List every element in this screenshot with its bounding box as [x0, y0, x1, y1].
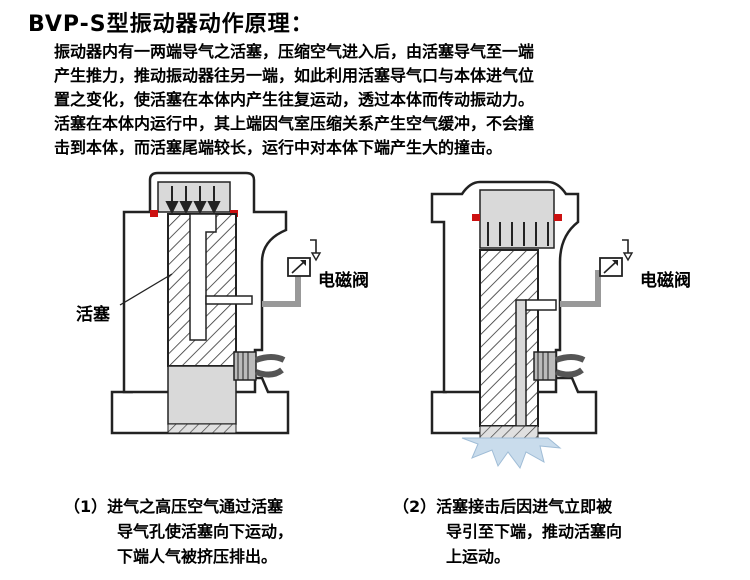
- solenoid-valve-label-right: 电磁阀: [640, 271, 691, 291]
- solenoid-valve-label-left: 电磁阀: [318, 271, 369, 291]
- side-fitting: [233, 351, 286, 381]
- solenoid-valve-icon: [287, 239, 322, 277]
- air-line: [560, 270, 601, 307]
- vibrator-diagram-2: [430, 180, 634, 470]
- caption-line: （1）进气之高压空气通过活塞: [64, 497, 284, 516]
- seal-left: [150, 210, 158, 217]
- description-line: 置之变化，使活塞在本体内产生往复运动，透过本体而传动振动力。: [54, 90, 535, 109]
- description-paragraph: 振动器内有一两端导气之活塞，压缩空气进入后，由活塞导气至一端 产生推力，推动振动…: [54, 40, 744, 160]
- seal-left: [472, 214, 480, 221]
- piston-air-passage: [189, 213, 217, 341]
- bottom-anvil: [167, 423, 237, 434]
- chamber-ribs: [487, 222, 549, 246]
- caption-step-2: （2）活塞接击后因进气立即被 导引至下端，推动活塞向 上运动。: [393, 494, 622, 569]
- bottom-anvil: [479, 425, 539, 439]
- description-line: 击到本体，而活塞尾端较长，运行中对本体下端产生大的撞击。: [54, 138, 503, 157]
- piston-air-passage: [515, 299, 527, 427]
- air-flow-arrows: [165, 186, 221, 215]
- top-air-chamber: [479, 189, 555, 249]
- caption-step-1: （1）进气之高压空气通过活塞 导气孔使活塞向下运动， 下端人气被挤压排出。: [64, 494, 293, 569]
- piston-label: 活塞: [76, 305, 110, 325]
- piston-label-pointer: [119, 273, 173, 306]
- description-line: 产生推力，推动振动器往另一端，如此利用活塞导气口与本体进气位: [54, 66, 535, 85]
- side-fitting: [533, 351, 586, 381]
- caption-line: 上运动。: [446, 547, 511, 566]
- vibrator-diagram-1: [110, 171, 322, 435]
- description-line: 振动器内有一两端导气之活塞，压缩空气进入后，由活塞导气至一端: [54, 42, 535, 61]
- caption-line: （2）活塞接击后因进气立即被: [393, 497, 613, 516]
- air-line: [262, 270, 301, 307]
- piston-tail: [167, 365, 237, 425]
- piston: [479, 249, 539, 427]
- impact-burst: [461, 437, 562, 470]
- caption-line: 下端人气被挤压排出。: [117, 547, 278, 566]
- caption-line: 导气孔使活塞向下运动，: [117, 522, 294, 541]
- description-line: 活塞在本体内运行中，其上端因气室压缩关系产生空气缓冲，不会撞: [54, 114, 535, 133]
- seal-right: [554, 214, 562, 221]
- caption-line: 导引至下端，推动活塞向: [446, 522, 623, 541]
- page-title: BVP-S型振动器动作原理：: [28, 12, 314, 37]
- solenoid-valve-icon: [599, 239, 634, 277]
